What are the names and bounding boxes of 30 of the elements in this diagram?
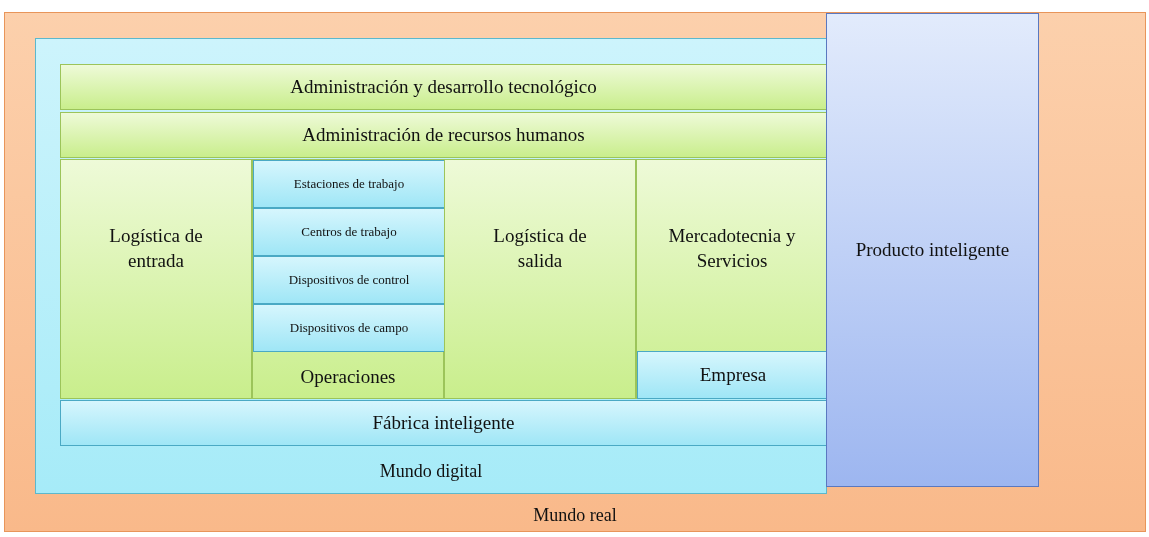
- activity-column: [636, 159, 828, 399]
- level-box: [253, 256, 445, 304]
- node-label: Operaciones: [300, 365, 396, 390]
- level-box: [253, 208, 445, 256]
- level-box: [253, 160, 445, 208]
- node-label: Mundo real: [533, 503, 617, 527]
- activity-column: [444, 159, 636, 399]
- level-bar: [60, 400, 827, 446]
- activity-bar: [60, 64, 827, 110]
- activity-column: [60, 159, 252, 399]
- node-label: Logística de entrada: [108, 224, 204, 273]
- level-box: [253, 304, 445, 352]
- node-label: Mundo digital: [379, 459, 483, 483]
- node-label: Estaciones de trabajo: [293, 175, 405, 193]
- outer-region: [4, 12, 1146, 532]
- product-column: [826, 13, 1039, 487]
- node-label: Fábrica inteligente: [372, 410, 515, 435]
- region-panel: [35, 38, 827, 494]
- node-label: Empresa: [699, 362, 767, 387]
- node-label: Administración y desarrollo tecnológico: [290, 74, 597, 99]
- node-label: Dispositivos de campo: [289, 319, 409, 337]
- node-label: Logística de salida: [492, 224, 588, 273]
- activity-bar: [60, 112, 827, 158]
- node-label: Mercadotecnia y Servicios: [667, 224, 797, 273]
- node-label: Administración de recursos humanos: [302, 122, 585, 147]
- node-label: Dispositivos de control: [288, 271, 410, 289]
- level-box: [637, 351, 829, 399]
- node-label: Centros de trabajo: [301, 223, 397, 241]
- node-label: Producto inteligente: [855, 237, 1010, 262]
- activity-column: [252, 159, 444, 399]
